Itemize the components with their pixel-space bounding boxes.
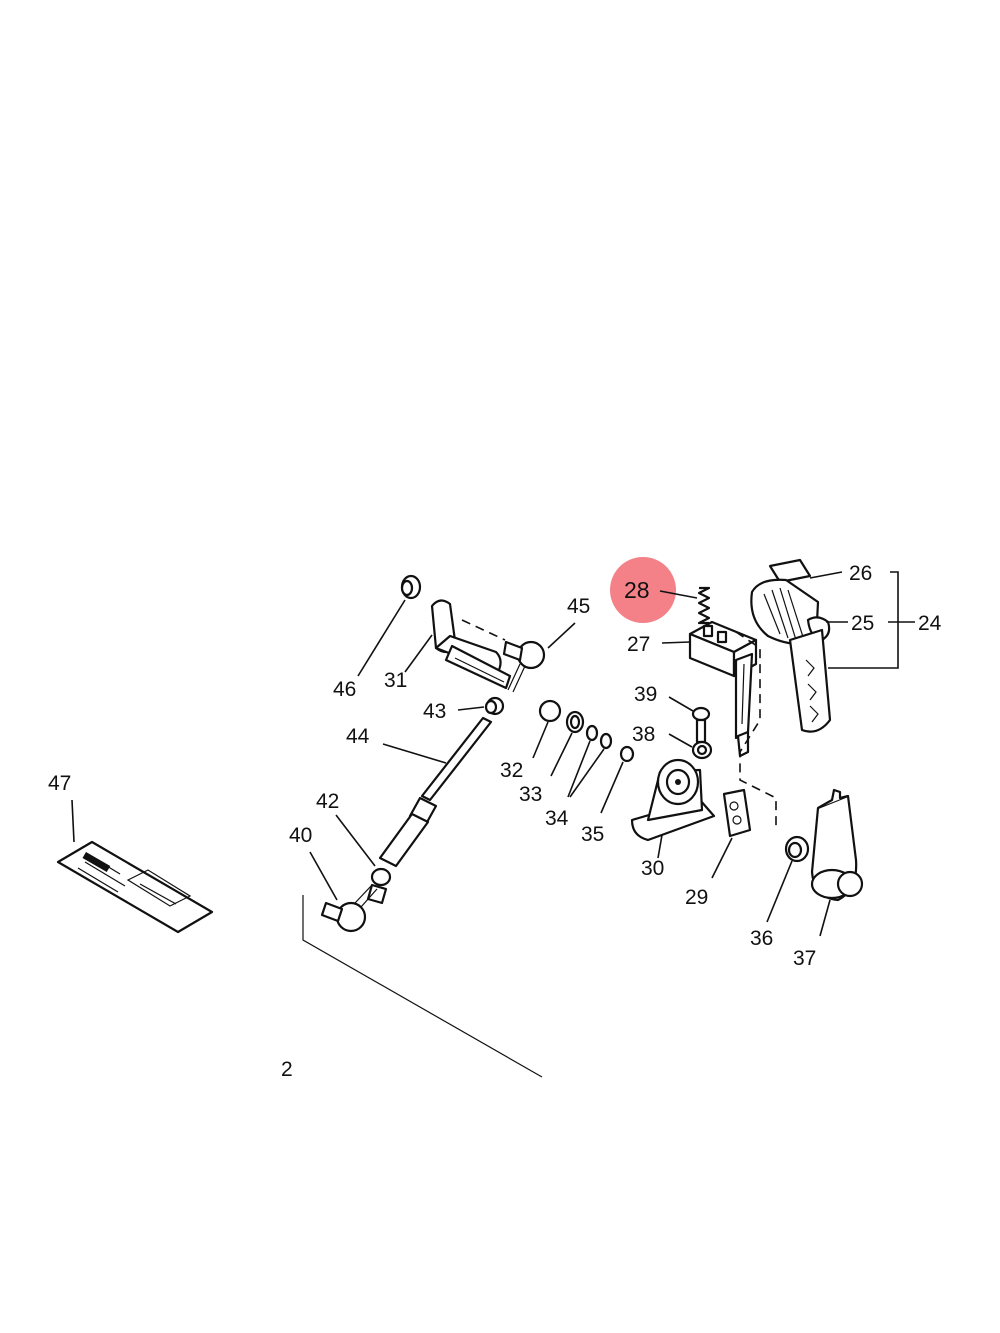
label-31: 31: [384, 669, 407, 692]
label-35: 35: [581, 823, 604, 846]
part-45-ball-joint[interactable]: [502, 640, 546, 693]
label-44: 44: [346, 725, 370, 748]
label-46: 46: [333, 678, 356, 701]
highlight-marker[interactable]: [610, 557, 676, 623]
part-31-crank-lever[interactable]: [430, 599, 512, 690]
part-33-washer[interactable]: [565, 710, 585, 734]
callout-labels: 26 25 24 28 27 45 46 31 43 44 39 38 32 3…: [48, 562, 942, 1081]
part-44-shift-rod[interactable]: [378, 716, 493, 868]
label-29: 29: [685, 886, 708, 909]
part-42-collar[interactable]: [366, 867, 392, 905]
part-34-washer-b[interactable]: [599, 732, 613, 750]
label-33: 33: [519, 783, 542, 806]
part-26-pad[interactable]: [768, 558, 812, 584]
label-34: 34: [545, 807, 569, 830]
label-40: 40: [289, 824, 312, 847]
label-45: 45: [567, 595, 590, 618]
part-32-washer[interactable]: [538, 699, 562, 723]
part-28-spring[interactable]: [697, 586, 711, 625]
part-40-ball-joint[interactable]: [320, 884, 378, 933]
label-38: 38: [632, 723, 655, 746]
label-28[interactable]: 28: [624, 577, 650, 603]
part-35-washer[interactable]: [619, 745, 635, 763]
label-37: 37: [793, 947, 816, 970]
label-26: 26: [849, 562, 872, 585]
label-32: 32: [500, 759, 523, 782]
part-25-grip[interactable]: [750, 578, 831, 646]
label-2: 2: [281, 1058, 293, 1081]
part-47-decal[interactable]: [56, 840, 214, 934]
label-43: 43: [423, 700, 446, 723]
label-47: 47: [48, 772, 71, 795]
part-36-nut[interactable]: [784, 835, 810, 863]
part-46-bushing[interactable]: [400, 574, 422, 600]
part-24-handle-lever[interactable]: [788, 628, 832, 733]
label-25: 25: [851, 612, 874, 635]
label-24: 24: [918, 612, 942, 635]
label-27: 27: [627, 633, 650, 656]
part-30-bracket[interactable]: [630, 758, 716, 842]
part-39-bolt[interactable]: [691, 706, 711, 744]
part-34-washer-a[interactable]: [585, 724, 599, 742]
label-42: 42: [316, 790, 339, 813]
label-36: 36: [750, 927, 773, 950]
part-27-lever-block[interactable]: [688, 620, 758, 758]
label-30: 30: [641, 857, 664, 880]
part-37-housing[interactable]: [810, 788, 864, 902]
part-29-clip[interactable]: [722, 788, 752, 838]
label-39: 39: [634, 683, 657, 706]
part-43-sleeve[interactable]: [484, 696, 505, 716]
part-38-nut[interactable]: [691, 740, 713, 760]
